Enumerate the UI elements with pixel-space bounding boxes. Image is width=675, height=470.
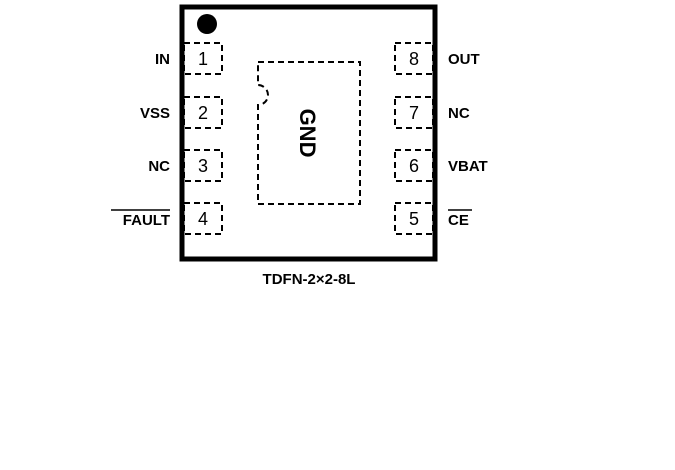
pin-3: 3 NC xyxy=(148,149,223,182)
pin-label: OUT xyxy=(448,51,480,68)
exposed-pad xyxy=(257,61,361,205)
pin-pad xyxy=(183,42,223,75)
pin-1: 1 IN xyxy=(155,42,223,75)
pin-pad xyxy=(183,202,223,235)
pin-label: NC xyxy=(448,105,470,122)
pin-number: 3 xyxy=(198,156,208,176)
pin-7: 7 NC xyxy=(394,96,470,129)
pin-6: 6 VBAT xyxy=(394,149,488,182)
pin-number: 4 xyxy=(198,209,208,229)
pin-pad xyxy=(394,202,434,235)
pin-pad xyxy=(394,96,434,129)
pin-label: IN xyxy=(155,51,170,68)
pin-2: 2 VSS xyxy=(140,96,223,129)
pin-4: 4 FAULT xyxy=(111,202,223,235)
package-name: TDFN-2×2-8L xyxy=(263,271,356,288)
pin-label: CE xyxy=(448,212,469,229)
exposed-pad-label: GND xyxy=(295,109,320,158)
pin-pad xyxy=(394,42,434,75)
pin-label: FAULT xyxy=(123,212,170,229)
pin-pad xyxy=(183,96,223,129)
pin-number: 2 xyxy=(198,103,208,123)
pin-number: 8 xyxy=(409,49,419,69)
pin-5: 5 CE xyxy=(394,202,472,235)
pin-number: 7 xyxy=(409,103,419,123)
pin-8: 8 OUT xyxy=(394,42,480,75)
pin-label: NC xyxy=(148,158,170,175)
pin-number: 5 xyxy=(409,209,419,229)
pin-label: VBAT xyxy=(448,158,488,175)
pin-label: VSS xyxy=(140,105,170,122)
pin-pad xyxy=(183,149,223,182)
left-pins: 1 IN 2 VSS 3 NC 4 FAULT xyxy=(111,42,223,235)
pin-number: 6 xyxy=(409,156,419,176)
pin-number: 1 xyxy=(198,49,208,69)
pin-pad xyxy=(394,149,434,182)
pin1-marker-icon xyxy=(197,14,217,34)
package-outline xyxy=(179,4,438,262)
right-pins: 8 OUT 7 NC 6 VBAT 5 CE xyxy=(394,42,488,235)
